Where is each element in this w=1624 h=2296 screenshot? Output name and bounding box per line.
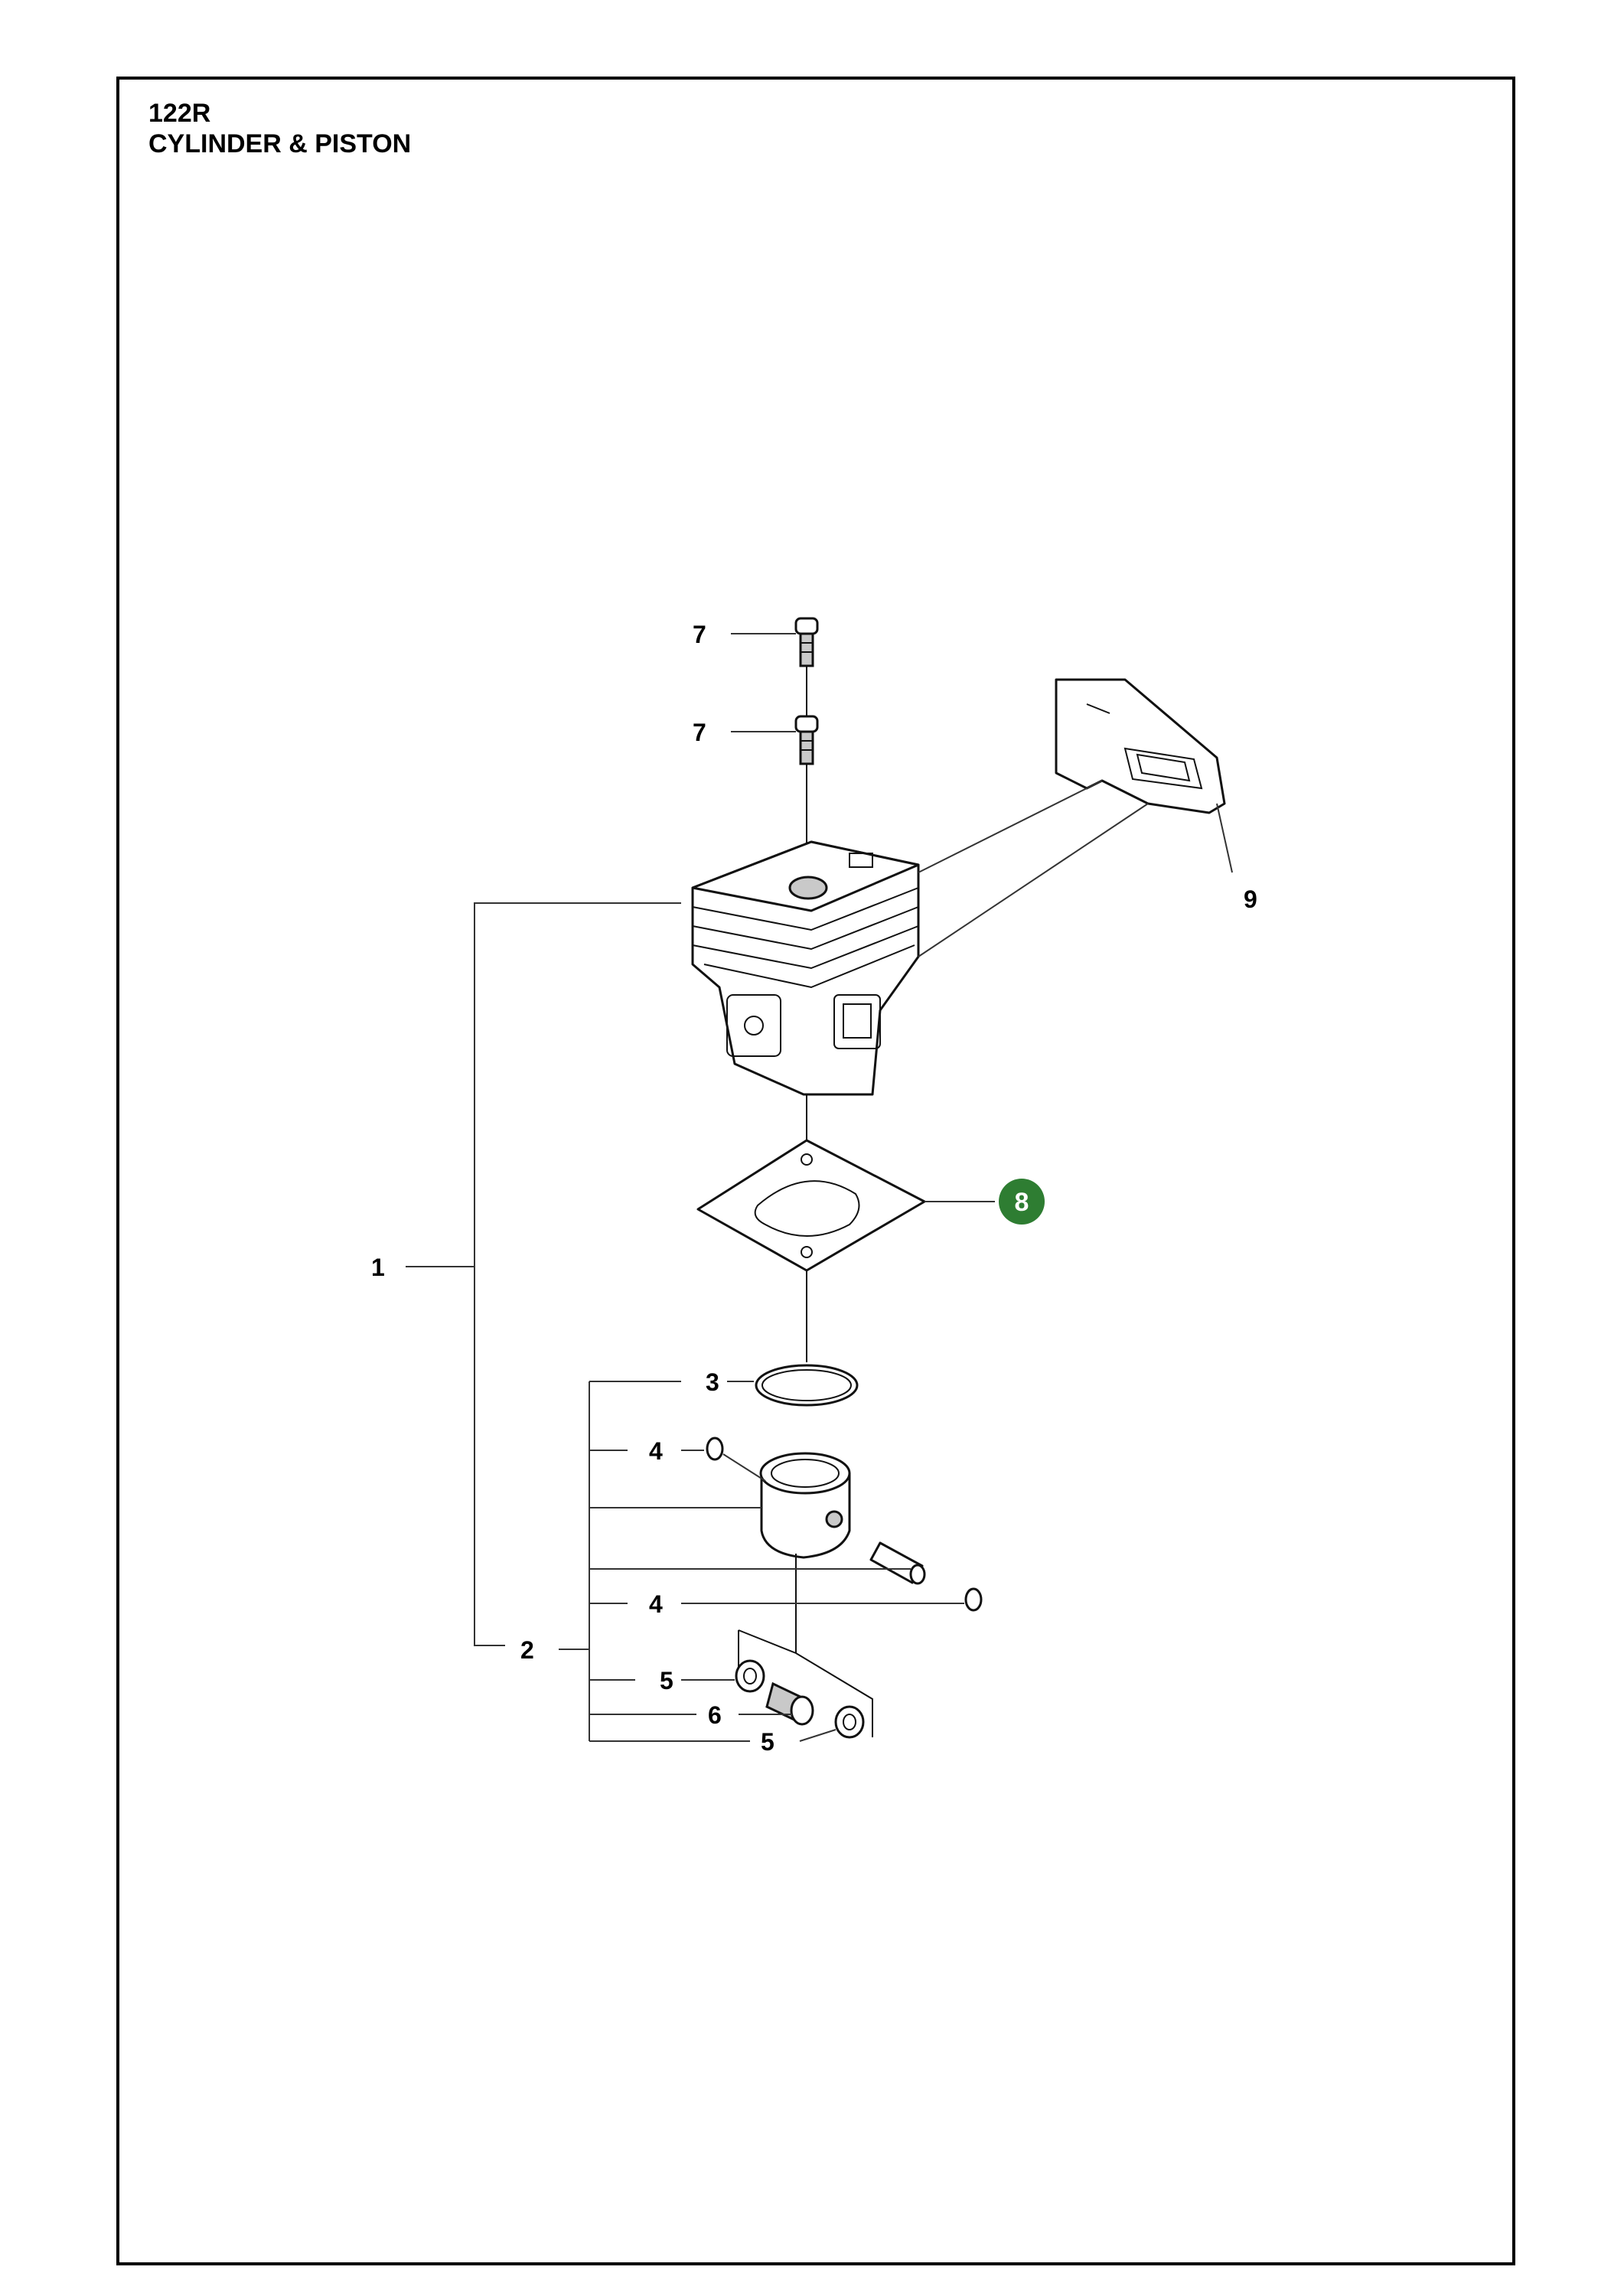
cylinder[interactable] [691,840,920,1096]
callout-5-left: 5 [660,1667,673,1694]
piston-pin-circlip-lower[interactable] [964,1587,983,1612]
screw-lower[interactable] [794,715,819,765]
piston-pin-circlip-upper[interactable] [706,1437,724,1461]
drawing-frame [116,77,1515,2265]
callout-1: 1 [371,1254,385,1281]
callout-7-lower: 7 [693,719,706,746]
callout-8: 8 [1015,1188,1029,1217]
callout-6: 6 [708,1701,722,1729]
page-title: 122R CYLINDER & PISTON [148,98,411,159]
thrust-washer-right[interactable] [834,1705,865,1739]
piston-ring[interactable] [755,1364,859,1407]
bearing-group-outline [738,1629,873,1737]
callout-4-upper: 4 [649,1437,663,1465]
leader-lines [406,633,1233,1742]
screw-upper[interactable] [794,617,819,667]
needle-bearing[interactable] [765,1681,814,1726]
piston-ring-inner [761,1369,852,1401]
section-title: CYLINDER & PISTON [148,129,412,158]
callout-7-upper: 7 [693,621,706,648]
cylinder-base-gasket[interactable] [696,1139,926,1272]
piston[interactable] [759,1452,851,1559]
model-number: 122R [148,99,211,128]
callout-8-highlight[interactable]: 8 [999,1179,1045,1225]
muffler-gasket-bracket[interactable] [1055,678,1226,814]
piston-pin[interactable] [869,1541,926,1585]
callout-3: 3 [706,1368,719,1396]
callout-9: 9 [1244,885,1257,913]
callout-4-lower: 4 [649,1590,663,1618]
thrust-washer-left[interactable] [735,1659,765,1693]
callout-2: 2 [520,1636,534,1664]
callout-5-right: 5 [761,1728,774,1756]
